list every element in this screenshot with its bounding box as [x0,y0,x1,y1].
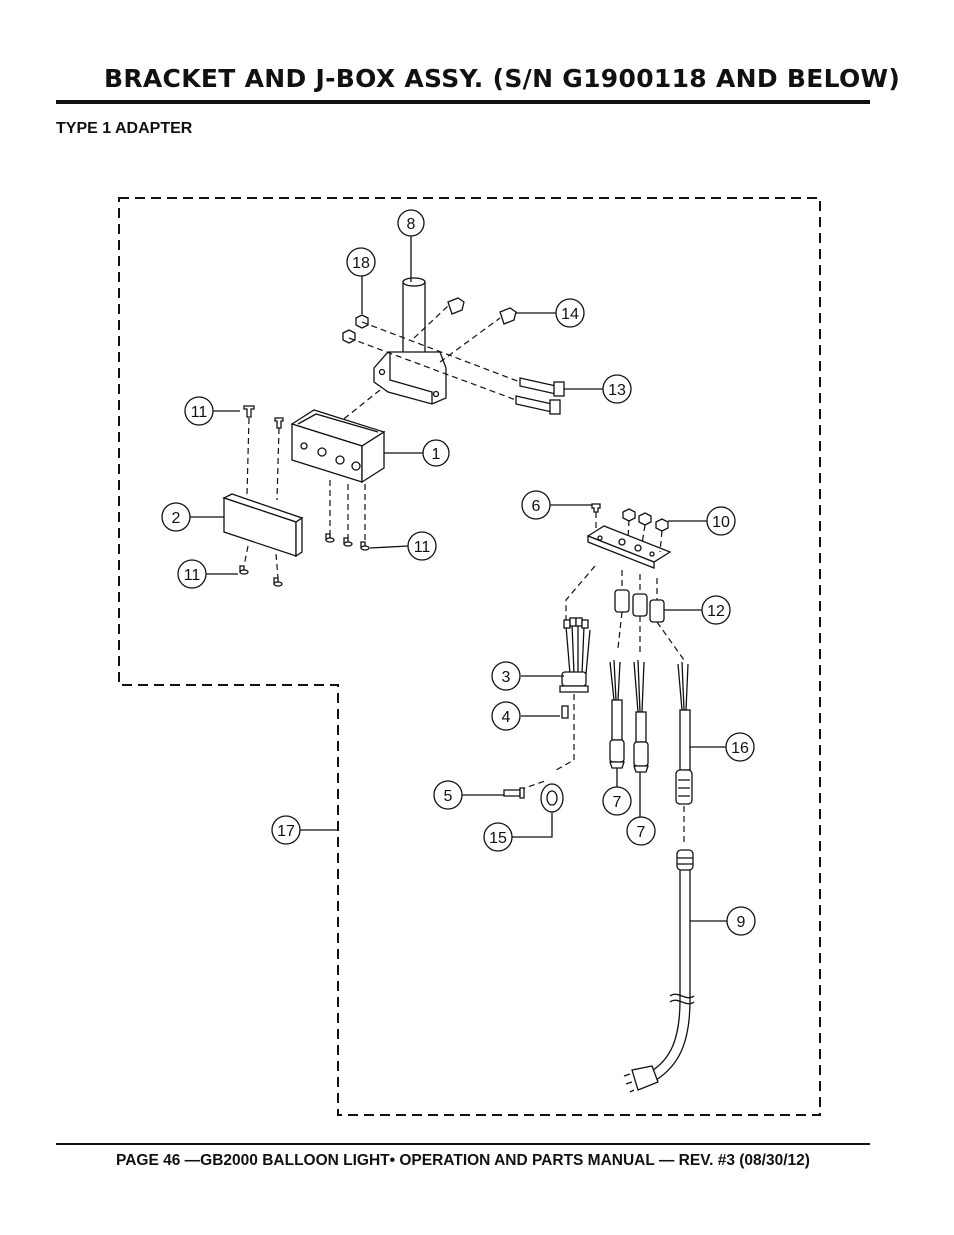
cord-part-16 [675,661,693,805]
nut-parts [342,314,369,344]
callout-10: 10 [706,506,736,536]
callout-7-left: 7 [602,786,632,816]
callout-18: 18 [346,247,376,277]
callout-9: 9 [726,906,756,936]
callout-17: 17 [271,815,301,845]
svg-text:17: 17 [277,823,295,840]
knob-part-15 [540,783,564,813]
footer-rule [56,1143,870,1145]
page-title: BRACKET AND J-BOX ASSY. (S/N G1900118 AN… [104,64,901,93]
callout-1: 1 [422,439,450,467]
assembly-boundary [118,197,821,1116]
svg-text:6: 6 [532,498,541,515]
power-cord-part-9 [623,849,695,1093]
callout-11-mid: 11 [407,531,437,561]
svg-text:9: 9 [737,914,746,931]
page-footer: PAGE 46 —GB2000 BALLOON LIGHT• OPERATION… [116,1152,810,1169]
svg-text:12: 12 [707,603,725,620]
jbox-part [290,409,386,484]
svg-text:8: 8 [407,216,416,233]
svg-text:5: 5 [444,788,453,805]
svg-text:7: 7 [637,824,646,841]
svg-text:4: 4 [502,709,511,726]
callout-11-top: 11 [184,396,214,426]
svg-text:18: 18 [352,255,370,272]
bolt-parts-13 [515,377,565,415]
callout-2: 2 [161,502,191,532]
callout-6: 6 [521,490,551,520]
screw-part-5 [503,787,525,799]
bracket-part [373,277,447,405]
svg-text:11: 11 [184,567,201,584]
svg-text:16: 16 [731,740,749,757]
svg-text:7: 7 [613,794,622,811]
callout-13: 13 [602,374,632,404]
callout-15: 15 [483,822,513,852]
screw-parts [239,405,370,587]
title-rule [56,100,870,104]
section-subtitle: TYPE 1 ADAPTER [56,120,193,137]
callout-8: 8 [397,209,425,237]
svg-text:11: 11 [191,404,208,421]
wire-harness-3 [559,617,591,693]
svg-text:11: 11 [414,539,431,556]
callout-16: 16 [725,732,755,762]
svg-text:3: 3 [502,669,511,686]
svg-text:2: 2 [172,510,181,527]
callout-12: 12 [701,595,731,625]
svg-text:10: 10 [712,514,730,531]
bolt-parts-14 [447,297,517,325]
svg-text:14: 14 [561,306,579,323]
leader-lines [190,236,727,922]
callout-4: 4 [491,701,521,731]
svg-text:1: 1 [432,446,441,463]
svg-text:13: 13 [608,382,626,399]
callout-14: 14 [555,298,585,328]
callout-3: 3 [491,661,521,691]
callout-5: 5 [433,780,463,810]
callout-11-bottom: 11 [177,559,207,589]
callout-7-right: 7 [626,816,656,846]
cord-parts-7 [609,659,649,773]
receptacle-plate-part [586,503,672,569]
cover-plate-part [222,493,304,558]
svg-text:15: 15 [489,830,507,847]
